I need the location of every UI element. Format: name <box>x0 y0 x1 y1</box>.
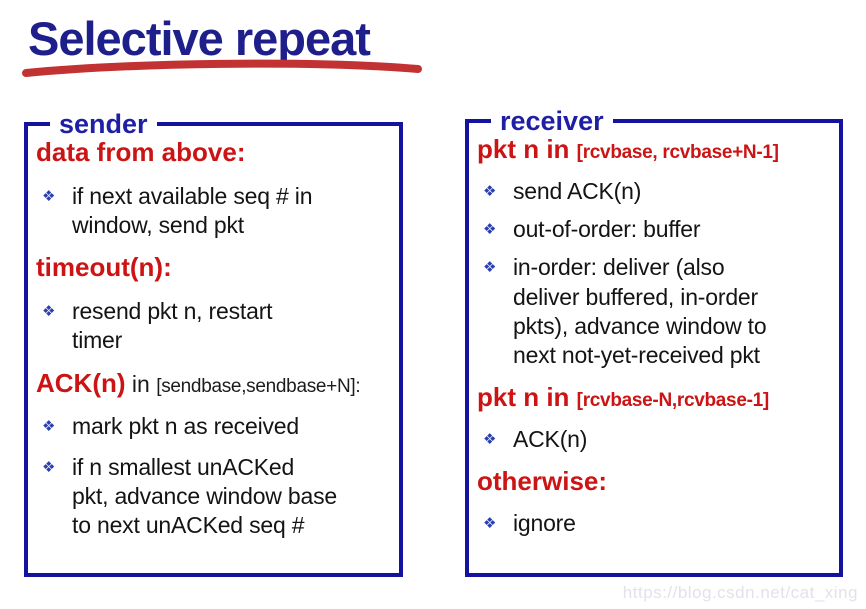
list-item: ❖ if next available seq # in window, sen… <box>42 182 389 240</box>
bullet-text: resend pkt n, restart timer <box>72 298 273 354</box>
diamond-bullet-icon: ❖ <box>42 458 56 476</box>
heading-text: timeout(n): <box>36 252 172 283</box>
sender-heading-ack-in-window: ACK(n) in [sendbase,sendbase+N]: <box>36 367 389 399</box>
sender-panel-label: sender <box>50 108 157 141</box>
heading-range-text: [sendbase,sendbase+N]: <box>156 375 361 397</box>
list-item: ❖ resend pkt n, restart timer <box>42 297 389 355</box>
title-underline-stroke <box>22 59 422 77</box>
bullet-text: send ACK(n) <box>513 177 642 204</box>
sender-heading-data-from-above: data from above: <box>36 137 389 168</box>
bullet-text: in-order: deliver (also deliver buffered… <box>513 254 767 368</box>
sender-panel: sender data from above: ❖ if next availa… <box>24 108 403 577</box>
sender-heading-timeout: timeout(n): <box>36 252 389 283</box>
heading-text: otherwise: <box>477 466 608 497</box>
heading-red-text: pkt n in <box>477 382 577 413</box>
bullet-text: if n smallest unACKed pkt, advance windo… <box>72 453 337 539</box>
diamond-bullet-icon: ❖ <box>42 418 56 436</box>
list-item: ❖ mark pkt n as received <box>42 412 389 441</box>
heading-red-text: pkt n in <box>477 134 577 164</box>
diamond-bullet-icon: ❖ <box>483 221 497 239</box>
diamond-bullet-icon: ❖ <box>483 182 497 200</box>
heading-range-text: [rcvbase, rcvbase+N-1] <box>576 142 779 163</box>
receiver-heading-otherwise: otherwise: <box>477 466 829 497</box>
diamond-bullet-icon: ❖ <box>483 431 497 448</box>
diamond-bullet-icon: ❖ <box>483 259 497 277</box>
receiver-panel-label: receiver <box>491 105 613 138</box>
list-item: ❖ in-order: deliver (also deliver buffer… <box>483 253 829 370</box>
list-item: ❖ ACK(n) <box>483 425 829 454</box>
bullet-text: ACK(n) <box>513 426 588 452</box>
heading-text: data from above: <box>36 137 246 167</box>
watermark: https://blog.csdn.net/cat_xing <box>622 583 858 602</box>
diamond-bullet-icon: ❖ <box>42 303 56 321</box>
bullet-text: out-of-order: buffer <box>513 216 701 243</box>
bullet-text: mark pkt n as received <box>72 413 299 440</box>
list-item: ❖ ignore <box>483 509 829 538</box>
receiver-panel: receiver pkt n in [rcvbase, rcvbase+N-1]… <box>465 105 843 577</box>
bullet-text: if next available seq # in window, send … <box>72 182 313 239</box>
receiver-heading-pkt-in-window: pkt n in [rcvbase, rcvbase+N-1] <box>477 134 829 165</box>
heading-mid-text: in <box>125 370 157 397</box>
bullet-text: ignore <box>513 510 576 537</box>
list-item: ❖ send ACK(n) <box>483 177 829 206</box>
diamond-bullet-icon: ❖ <box>42 187 56 205</box>
list-item: ❖ out-of-order: buffer <box>483 215 829 244</box>
heading-red-text: ACK(n) <box>36 367 126 398</box>
list-item: ❖ if n smallest unACKed pkt, advance win… <box>42 453 389 541</box>
page-title: Selective repeat <box>28 12 371 65</box>
heading-range-text: [rcvbase-N,rcvbase-1] <box>576 390 770 412</box>
receiver-heading-pkt-below-window: pkt n in [rcvbase-N,rcvbase-1] <box>477 382 829 413</box>
diamond-bullet-icon: ❖ <box>483 515 497 533</box>
